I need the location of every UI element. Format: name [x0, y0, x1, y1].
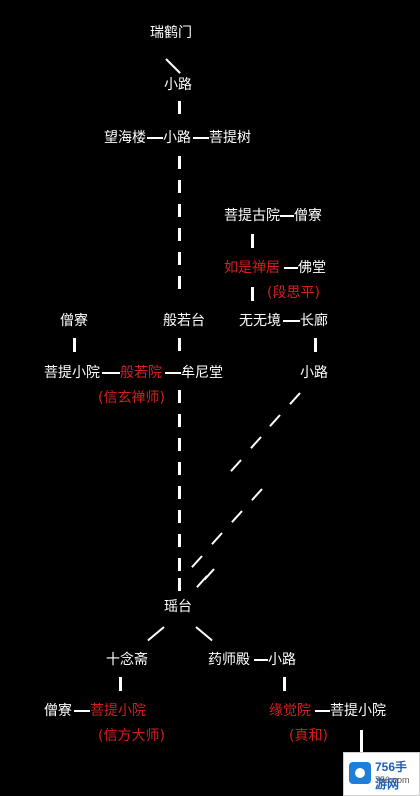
trunk-dash [178, 338, 181, 351]
node-wanghailou: 望海楼 [104, 130, 146, 146]
node-rushichanju: 如是禅居 [224, 260, 280, 276]
trunk-dash [178, 578, 181, 591]
link-xiaolu-yuanjueyuan [283, 677, 286, 691]
link-putixiaoyuan-down [360, 730, 363, 758]
node-putixiaoyuan-left: 菩提小院 [44, 365, 100, 381]
node-shinianzhai: 十念斋 [106, 652, 148, 668]
link-yaotai-shinianzhai [147, 626, 165, 642]
node-yuanjueyuan: 缘觉院 [269, 703, 311, 719]
node-wuwujing: 无无境 [239, 313, 281, 329]
trunk-dash [178, 204, 181, 217]
trunk-dash [178, 228, 181, 241]
node-putixiaoyuan-red: 菩提小院 [90, 703, 146, 719]
diag-dash [289, 392, 301, 405]
link-xiaolu-putishu [193, 137, 209, 139]
link-wanghailou-xiaolu [147, 137, 163, 139]
node-xinfang: (信方大师) [98, 728, 165, 744]
diag-dash [231, 510, 243, 523]
link-wuwujing-changlang [283, 320, 300, 322]
logo-icon [349, 762, 371, 784]
node-yaotai: 瑶台 [164, 599, 192, 615]
link-boreyuan-mounitang [165, 372, 181, 374]
link-yuanjueyuan-putixiaoyuan [315, 710, 330, 712]
node-xiaolu-top: 小路 [164, 77, 192, 93]
node-boreotai: 般若台 [163, 313, 205, 329]
trunk-dash [178, 252, 181, 265]
node-sengliao-bottom: 僧寮 [44, 703, 72, 719]
node-xiaolu-mid: 小路 [163, 130, 191, 146]
link-shinianzhai-putixiaoyuan [119, 677, 122, 691]
link-putixiaoyuan-boreyuan [102, 372, 120, 374]
link-changlang-xiaolu [314, 338, 317, 352]
trunk-dash [178, 276, 181, 289]
node-yaoshidian: 药师殿 [208, 652, 250, 668]
node-sengliao-left: 僧寮 [60, 313, 88, 329]
watermark-brand: 756手游网 [375, 760, 408, 791]
node-fotang: 佛堂 [298, 260, 326, 276]
node-putixiaoyuan-right: 菩提小院 [330, 703, 386, 719]
node-mounitang: 牟尼堂 [181, 365, 223, 381]
trunk-dash [178, 438, 181, 451]
diag-dash [250, 436, 262, 449]
trunk-dash [178, 101, 181, 114]
trunk-dash [178, 180, 181, 193]
node-boreyuan: 般若院 [120, 365, 162, 381]
link-sengliao-putixiaoyuan [74, 710, 90, 712]
trunk-dash [178, 156, 181, 169]
link-ruihemen-xiaolu [165, 58, 181, 74]
node-zhenhe: (真和) [289, 728, 328, 744]
link-putiguyuan-rushichanju [251, 234, 254, 248]
link-yaoshidian-xiaolu [254, 659, 268, 661]
trunk-dash [178, 510, 181, 523]
trunk-dash [178, 414, 181, 427]
diag-dash [211, 532, 223, 545]
link-sengliao-putixiaoyuan-left [73, 338, 76, 352]
trunk-dash [178, 462, 181, 475]
node-sengliao-right: 僧寮 [294, 208, 322, 224]
link-yaotai-yaoshidian [195, 626, 213, 642]
trunk-dash [178, 534, 181, 547]
node-putishu: 菩提树 [209, 130, 251, 146]
diag-dash [269, 414, 281, 427]
watermark-domain: 756.com [375, 775, 410, 785]
link-putiguyuan-sengliao [280, 215, 294, 217]
node-changlang: 长廊 [300, 313, 328, 329]
trunk-dash [178, 558, 181, 571]
trunk-dash [178, 486, 181, 499]
trunk-dash [178, 390, 181, 403]
diag-dash [230, 459, 242, 472]
node-xinxuan: (信玄禅师) [98, 390, 165, 406]
link-rushichanju-wuwujing [251, 287, 254, 301]
node-ruihemen: 瑞鹤门 [150, 25, 192, 41]
watermark-badge: 756手游网 756.com [343, 752, 420, 796]
node-xiaolu-bottom: 小路 [268, 652, 296, 668]
node-xiaolu-right: 小路 [300, 365, 328, 381]
diag-dash [251, 488, 263, 501]
diag-dash [191, 555, 203, 568]
link-rushichanju-fotang [284, 267, 298, 269]
node-putiguyuan: 菩提古院 [224, 208, 280, 224]
node-duansiping: (段思平) [267, 285, 320, 301]
